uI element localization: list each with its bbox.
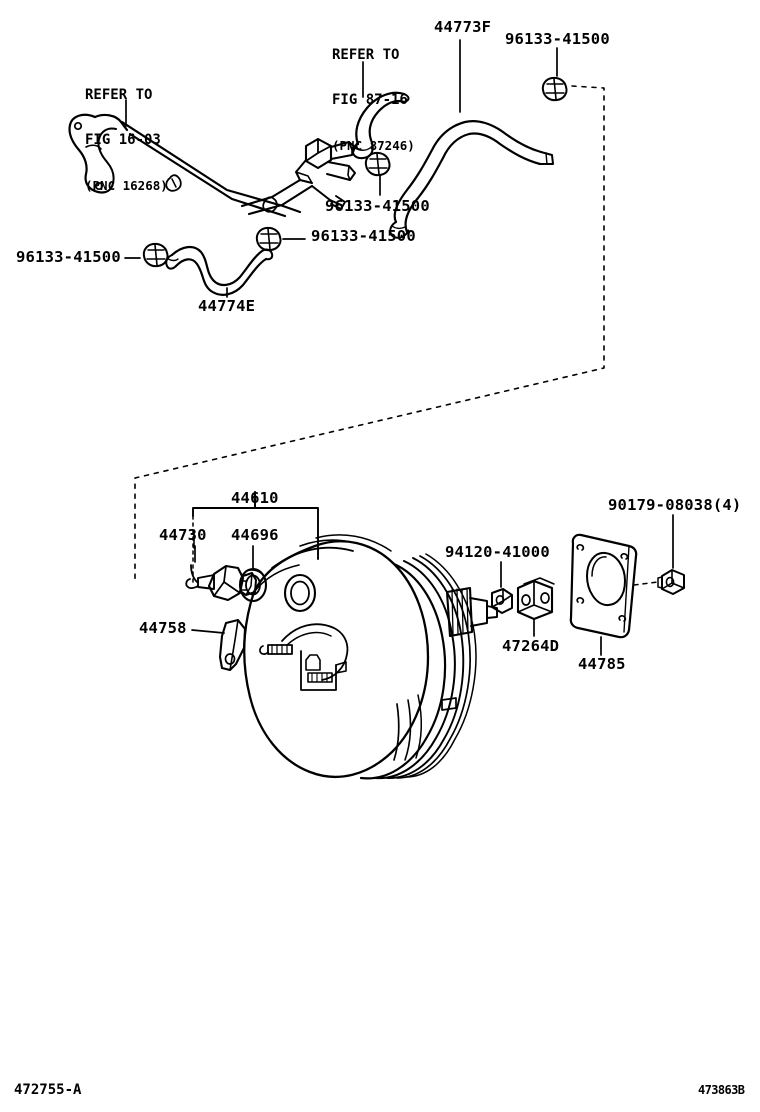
brake-booster-44610	[243, 534, 498, 780]
reference-note-fig-16-03: REFER TO FIG 16-03 (PNC 16268)	[85, 58, 168, 223]
part-callout-44773f: 44773F	[434, 18, 492, 36]
hose-pnc-87246	[351, 91, 410, 160]
nut-90179-dashed-leader	[633, 581, 659, 586]
reference-line-1: REFER TO	[85, 87, 153, 103]
vacuum-pipe-left	[68, 113, 302, 218]
clevis-pin-44758	[218, 618, 247, 672]
union-nut-94120	[491, 588, 513, 614]
reference-line-1: REFER TO	[332, 47, 400, 63]
clevis-44730	[185, 564, 257, 602]
part-callout-44785: 44785	[578, 655, 626, 673]
grommet-44696	[238, 567, 268, 603]
reference-line-2: FIG 16-03	[85, 132, 161, 148]
part-callout-96133-41500: 96133-41500	[16, 248, 121, 266]
reference-line-3: (PNC 87246)	[332, 138, 415, 153]
hose-clamp-top-right	[541, 76, 568, 102]
bracket-47264d	[516, 577, 555, 621]
part-callout-90179-08038: 90179-08038(4)	[608, 496, 742, 514]
part-callout-47264d: 47264D	[502, 637, 560, 655]
part-callout-44774e: 44774E	[198, 297, 256, 315]
three-way-connector	[240, 137, 356, 216]
footer-sheet-code-left: 472755-A	[14, 1082, 82, 1098]
hose-clamp-44774e-right	[255, 226, 282, 252]
reference-line-2: FIG 87-16	[332, 92, 408, 108]
group-leader-dashed	[134, 85, 605, 584]
part-callout-94120-41000: 94120-41000	[445, 543, 550, 561]
footer-sheet-code-right: 473863B	[698, 1083, 745, 1097]
reference-note-fig-87-16: REFER TO FIG 87-16 (PNC 87246)	[332, 18, 415, 183]
nut-90179	[657, 569, 685, 595]
part-callout-44730: 44730	[159, 526, 207, 544]
vacuum-hose-44774e	[165, 245, 274, 296]
part-callout-96133-41500: 96133-41500	[505, 30, 610, 48]
part-callout-44696: 44696	[231, 526, 279, 544]
vacuum-hose-44773f	[389, 120, 554, 239]
part-callout-96133-41500: 96133-41500	[325, 197, 430, 215]
part-callout-44758: 44758	[139, 619, 187, 637]
part-callout-96133-41500: 96133-41500	[311, 227, 416, 245]
gasket-44785	[569, 533, 638, 639]
reference-line-3: (PNC 16268)	[85, 178, 168, 193]
callout-leaders	[124, 39, 674, 656]
part-callout-44610: 44610	[231, 489, 279, 507]
hose-clamp-44774e-left	[142, 242, 169, 268]
